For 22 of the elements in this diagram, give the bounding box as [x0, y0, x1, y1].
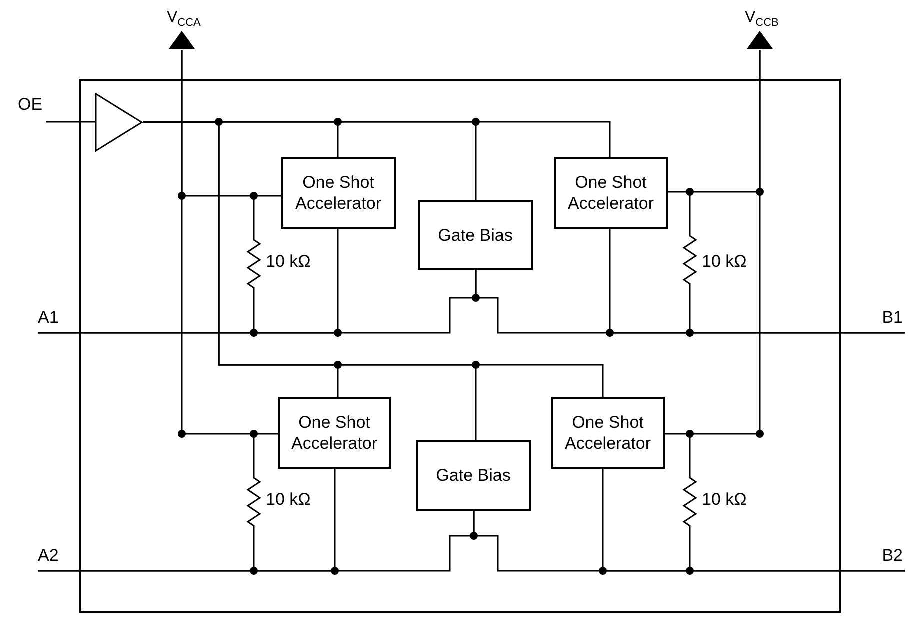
wire: [602, 469, 905, 572]
function-block: One Shot Accelerator: [281, 157, 396, 229]
pin-label: B2: [850, 546, 905, 571]
wire: [46, 121, 95, 123]
function-block: One Shot Accelerator: [551, 397, 665, 469]
wire: [665, 50, 761, 435]
pin-label: A2: [38, 546, 68, 571]
function-block: One Shot Accelerator: [278, 397, 391, 469]
resistance-value: 10 kΩ: [266, 490, 311, 510]
wire: [609, 229, 905, 334]
function-block: Gate Bias: [416, 440, 531, 511]
wire: [181, 50, 278, 435]
supply-label: V$_{CCA}$: [167, 8, 201, 32]
supply-label: V$_{CCB}$: [745, 8, 779, 32]
resistance-value: 10 kΩ: [266, 252, 311, 272]
resistance-value: 10 kΩ: [702, 252, 747, 272]
pin-label: A1: [38, 308, 68, 333]
function-block: Gate Bias: [418, 200, 533, 270]
resistance-value: 10 kΩ: [702, 490, 747, 510]
pin-label: OE: [18, 95, 46, 122]
function-block: One Shot Accelerator: [554, 157, 668, 229]
pin-label: B1: [850, 308, 905, 333]
